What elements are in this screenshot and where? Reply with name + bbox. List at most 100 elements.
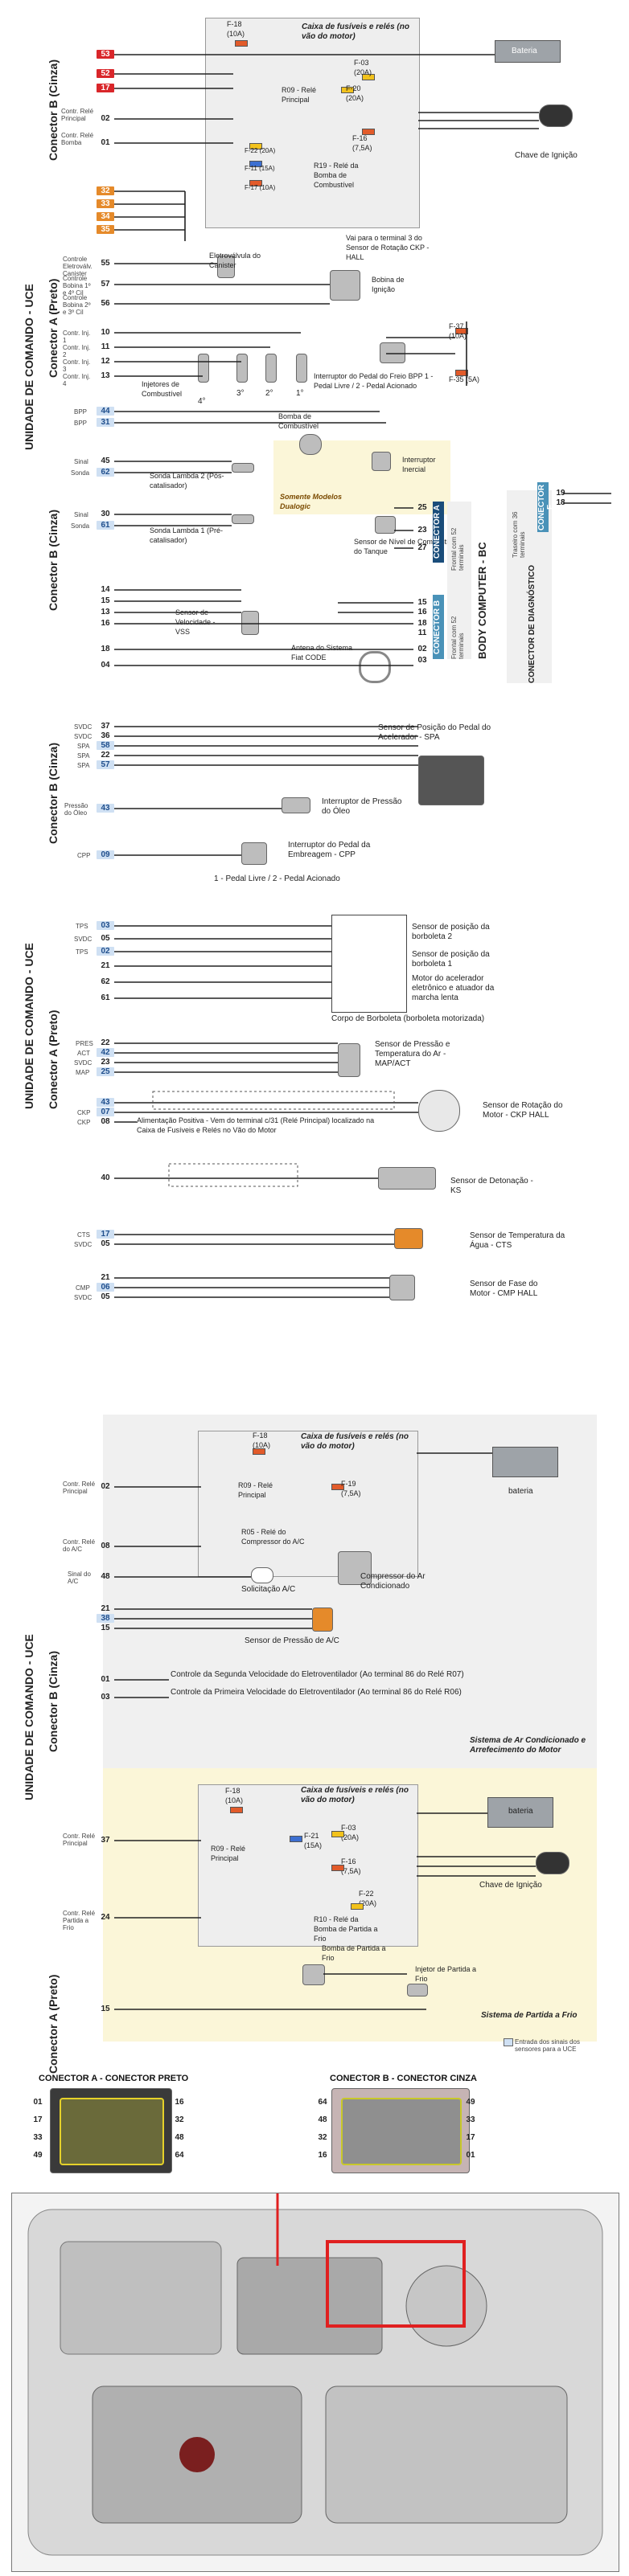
connector-a-face bbox=[60, 2098, 164, 2165]
b-side-spa-2: SPA bbox=[77, 752, 90, 760]
section-cold-start: Conector A (Preto) Caixa de fusíveis e r… bbox=[0, 1768, 629, 2170]
cpp-sub-label: 1 - Pedal Livre / 2 - Pedal Acionado bbox=[214, 874, 340, 883]
fuse-f03-label: F-03 (20A) bbox=[354, 59, 372, 76]
s2-pin-b-58: 58 bbox=[97, 741, 114, 750]
b-side-spa-3: SPA bbox=[77, 762, 90, 769]
side-sinal-1: Sinal bbox=[74, 458, 88, 465]
coil-label: Bobina de Ignição bbox=[372, 276, 405, 293]
s2-pin-a-05: 05 bbox=[101, 934, 110, 943]
a-side-cmp: CMP bbox=[76, 1284, 90, 1292]
oil-label: Interruptor de Pressão do Óleo bbox=[322, 797, 402, 816]
s4-fuse-f22 bbox=[351, 1903, 364, 1910]
pin-01: 01 bbox=[101, 138, 110, 147]
s2-pin-a-05b: 05 bbox=[101, 1239, 110, 1248]
antenna-label: Antena do Sistema Fiat CODE bbox=[291, 644, 353, 661]
conn-a-pin-17: 17 bbox=[33, 2115, 43, 2124]
s3-pin-38: 38 bbox=[97, 1614, 114, 1623]
dualogic-label: Somente Modelos Dualogic bbox=[280, 493, 343, 510]
s4-side-pf: Contr. Relé Partida a Frio bbox=[63, 1910, 96, 1931]
map-label: Sensor de Pressão e Temperatura do Ar - … bbox=[375, 1040, 450, 1068]
s4-side-rp: Contr. Relé Principal bbox=[63, 1833, 96, 1847]
pin-53: 53 bbox=[97, 50, 114, 59]
s2-pin-a-23: 23 bbox=[101, 1058, 110, 1067]
fuse-f37 bbox=[455, 328, 468, 334]
ignition-label-4: Chave de Ignição bbox=[479, 1881, 542, 1890]
pin-b-15: 15 bbox=[101, 596, 110, 605]
pin-b-30: 30 bbox=[101, 510, 110, 518]
conn-a-pin-48: 48 bbox=[175, 2133, 184, 2142]
a-side-map: MAP bbox=[76, 1069, 90, 1076]
spa-sensor bbox=[418, 756, 484, 805]
s4-fuse-f03 bbox=[331, 1831, 344, 1837]
b-side-oil: Pressão do Óleo bbox=[64, 802, 88, 817]
s3-pin-01: 01 bbox=[101, 1675, 110, 1684]
s3-fuse-f18 bbox=[253, 1448, 265, 1455]
s4-f16-label: F-16 (7,5A) bbox=[341, 1857, 361, 1875]
s2-pin-a-03: 03 bbox=[97, 921, 114, 930]
fuse-f18 bbox=[235, 40, 248, 47]
s4-pin-37: 37 bbox=[101, 1836, 110, 1845]
pin-a-11: 11 bbox=[101, 342, 110, 351]
fuse-f03 bbox=[362, 74, 375, 80]
fuel-level-sensor bbox=[375, 516, 396, 534]
bc-pin-18: 18 bbox=[417, 619, 427, 628]
battery-3-label: bateria bbox=[508, 1487, 533, 1496]
s2-pin-a-21b: 21 bbox=[101, 1273, 110, 1282]
s2-pin-a-22: 22 bbox=[101, 1038, 110, 1047]
section-ignition-injection: UNIDADE DE COMANDO - UCE Conector B (Cin… bbox=[0, 0, 629, 707]
legend-label: Entrada dos sinais dos sensores para a U… bbox=[515, 2038, 580, 2053]
a-side-tps-2: TPS bbox=[76, 948, 88, 956]
bc-frontal-box bbox=[447, 502, 471, 659]
s2-pin-a-40: 40 bbox=[101, 1173, 110, 1182]
a-side-svdc-4: SVDC bbox=[74, 1294, 92, 1301]
fuse-f16 bbox=[362, 129, 375, 135]
ignition-key-4 bbox=[536, 1852, 569, 1874]
pin-a-55: 55 bbox=[101, 259, 110, 268]
fuse-f11-label: F-11 (15A) bbox=[245, 165, 275, 172]
cyl-1-label: 1° bbox=[296, 389, 304, 398]
side-relay-bomba: Contr. Relé Bomba bbox=[61, 132, 94, 146]
s3-r05-label: R05 - Relé do Compressor do A/C bbox=[241, 1528, 305, 1546]
a-side-svdc-1: SVDC bbox=[74, 936, 92, 943]
side-inj3: Contr. Inj. 3 bbox=[63, 358, 91, 373]
fan1-label: Controle da Primeira Velocidade do Eletr… bbox=[171, 1688, 462, 1697]
cs-pump-label: Bomba de Partida a Frio bbox=[322, 1944, 386, 1962]
lambda2-label: Sonda Lambda 2 (Pós-catalisador) bbox=[150, 472, 224, 489]
fuse-f20 bbox=[341, 87, 354, 93]
conn-a-pin-64: 64 bbox=[175, 2151, 184, 2160]
ks-label: Sensor de Detonação - KS bbox=[450, 1177, 533, 1195]
s3-fuse-f18-label: F-18 (10A) bbox=[253, 1431, 271, 1449]
motor-label: Motor do acelerador eletrônico e atuador… bbox=[412, 974, 495, 1002]
fan2-label: Controle da Segunda Velocidade do Eletro… bbox=[171, 1670, 464, 1679]
section-ac: UNIDADE DE COMANDO - UCE Conector B (Cin… bbox=[0, 1415, 629, 1800]
side-bpp-2: BPP bbox=[74, 420, 88, 427]
injector-2 bbox=[265, 354, 277, 383]
a-side-svdc-2: SVDC bbox=[74, 1059, 92, 1067]
fuse-f17 bbox=[249, 180, 262, 186]
s4-fuse-f18 bbox=[230, 1807, 243, 1813]
cmp-label: Sensor de Fase do Motor - CMP HALL bbox=[470, 1280, 538, 1298]
s4-f18-label: F-18 (10A) bbox=[225, 1787, 244, 1804]
cs-injector-label: Injetor de Partida a Frio bbox=[415, 1965, 477, 1983]
s4-pin-24: 24 bbox=[101, 1913, 110, 1922]
injector-3 bbox=[236, 354, 248, 383]
legend-swatch bbox=[504, 2038, 513, 2046]
b-side-svdc-1: SVDC bbox=[74, 723, 92, 731]
s2-pin-b-36: 36 bbox=[101, 731, 110, 740]
conn-a-pin-32: 32 bbox=[175, 2115, 184, 2124]
conn-a-pin-01: 01 bbox=[33, 2098, 43, 2107]
conn-b-pin-48: 48 bbox=[318, 2115, 327, 2124]
side-coil-23: Controle Bobina 2º e 3º Cil bbox=[63, 294, 91, 316]
cts-sensor bbox=[394, 1228, 423, 1249]
pin-b-62: 62 bbox=[97, 468, 114, 477]
bpp-switch bbox=[380, 342, 405, 363]
s2-pin-a-43: 43 bbox=[97, 1098, 114, 1107]
side-canister: Controle Eletroválv. Canister bbox=[63, 256, 92, 277]
conn-b-pin-64: 64 bbox=[318, 2098, 327, 2107]
pin-b-44: 44 bbox=[97, 407, 114, 416]
fuse-f22-label: F-22 (20A) bbox=[245, 147, 276, 154]
conn-a-pin-33: 33 bbox=[33, 2133, 43, 2142]
ac-pressure-sensor bbox=[312, 1607, 333, 1632]
battery-3 bbox=[492, 1447, 558, 1477]
bc-pin-16: 16 bbox=[417, 608, 427, 616]
